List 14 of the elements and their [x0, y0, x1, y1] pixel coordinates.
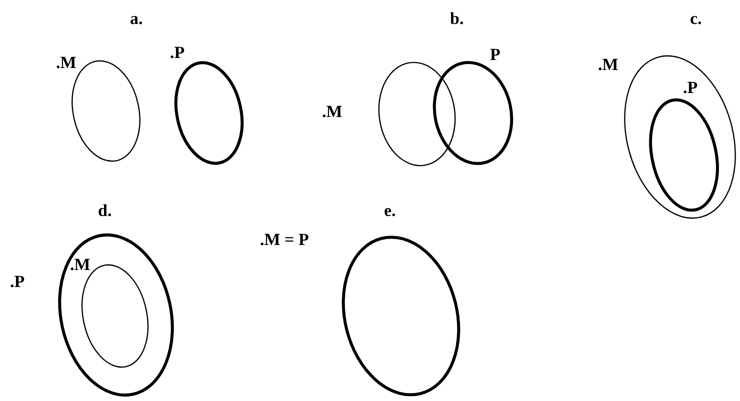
set-label: .P: [683, 79, 698, 96]
set-label: P: [490, 46, 500, 63]
panel-letter: c.: [690, 10, 702, 27]
set-label: .P: [170, 44, 185, 61]
panel-letter: e.: [384, 202, 396, 219]
set-label: .M: [56, 54, 76, 71]
panel-letter: b.: [450, 10, 464, 27]
panel-letter: a.: [130, 10, 143, 27]
set-label: .M = P: [260, 231, 309, 248]
set-label: .M: [598, 56, 618, 73]
set-label: .P: [10, 273, 25, 290]
set-label: .M: [70, 256, 90, 273]
set-label: .M: [322, 103, 342, 120]
panel-letter: d.: [98, 202, 112, 219]
